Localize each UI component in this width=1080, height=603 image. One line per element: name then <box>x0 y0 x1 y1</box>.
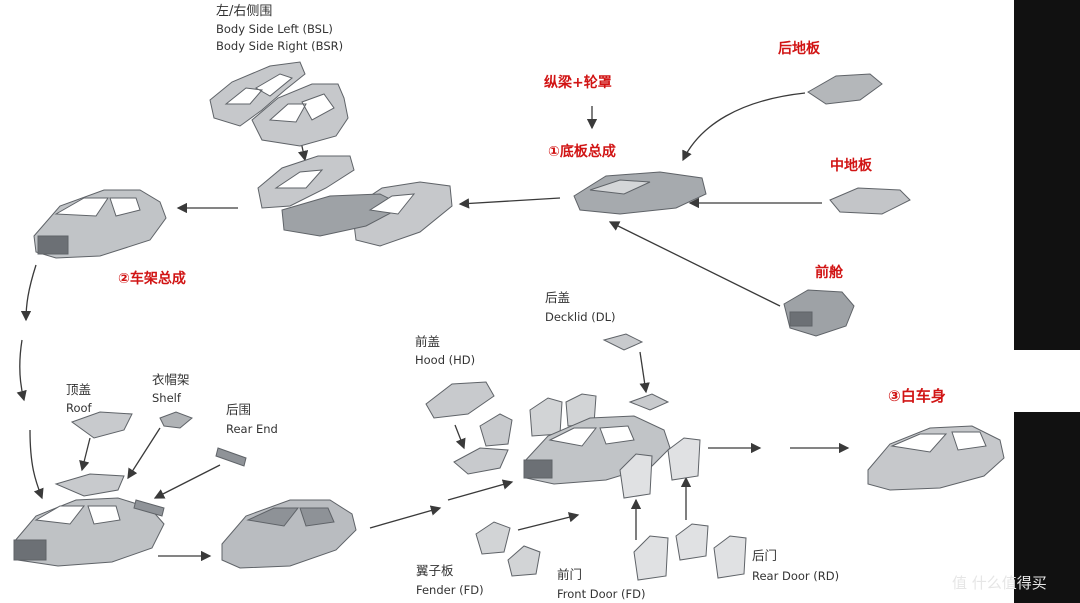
fender-upper-part <box>479 413 513 447</box>
front-door-part <box>619 453 669 581</box>
framing-assembly-label: ②车架总成 <box>118 271 186 287</box>
front-compartment-label: 前舱 <box>815 265 843 281</box>
rear-door-part <box>667 437 747 579</box>
hood-part <box>425 381 495 419</box>
front-door-en-label: Front Door (FD) <box>557 587 646 601</box>
arrow-frame-down2 <box>16 339 27 402</box>
arrow-roof-down <box>79 437 91 472</box>
arrow-rearend-down <box>153 464 221 499</box>
rear-door-en-label: Rear Door (RD) <box>752 569 840 583</box>
decklid-part <box>602 333 670 411</box>
door-pair-upper-part <box>529 393 597 437</box>
roof-cn-label: 顶盖 <box>66 382 92 397</box>
arrow-fender-to-body <box>517 512 580 531</box>
underbody-assembly-label: ①底板总成 <box>548 144 616 160</box>
body-assembly-1-part <box>13 473 165 567</box>
arrow-decklid-down <box>639 351 650 394</box>
arrow-frame-down <box>20 264 37 322</box>
hood-cn-label: 前盖 <box>415 334 441 349</box>
arrow-left-down3 <box>29 429 44 500</box>
decklid-cn-label: 后盖 <box>545 290 571 305</box>
arrow-shelf-down <box>127 427 161 480</box>
roof-en-label: Roof <box>66 401 92 415</box>
body-side-left-label: Body Side Left (BSL) <box>216 22 333 36</box>
watermark: 值 什么值得买 <box>952 574 1047 592</box>
body-side-cn-label: 左/右侧围 <box>216 4 273 19</box>
body-side-right-part <box>251 83 349 147</box>
body-side-right-label: Body Side Right (BSR) <box>216 39 344 53</box>
roof-part <box>70 411 133 439</box>
body-in-white-label: ③白车身 <box>888 387 946 405</box>
decklid-en-label: Decklid (DL) <box>545 310 616 324</box>
black-bar-top <box>1014 0 1080 350</box>
arrow-underbody-to-framing <box>458 197 561 209</box>
fender-part <box>475 521 541 577</box>
arrow-hood-to-body <box>447 479 514 501</box>
fender-en-label: Fender (FD) <box>416 583 484 597</box>
center-floor-part <box>829 187 911 215</box>
hood-en-label: Hood (HD) <box>415 353 476 367</box>
rear-floor-label: 后地板 <box>778 41 820 57</box>
rails-wheelhouse-label: 纵梁+轮罩 <box>544 75 612 91</box>
shelf-cn-label: 衣帽架 <box>152 372 190 387</box>
rear-end-cn-label: 后围 <box>226 402 252 417</box>
shelf-en-label: Shelf <box>152 391 181 405</box>
fender-cn-label: 翼子板 <box>416 563 454 578</box>
body-in-white-part <box>867 425 1005 491</box>
framing-sides-part <box>257 155 453 247</box>
center-floor-label: 中地板 <box>830 158 872 174</box>
body-side-left-part <box>209 61 306 127</box>
rear-end-part <box>215 447 247 467</box>
arrow-rearfloor-to-underbody <box>682 92 806 162</box>
hood-lower-part <box>453 447 509 475</box>
arrow-frontcomp-to-underbody <box>608 221 781 307</box>
shelf-part <box>159 411 193 429</box>
rear-end-en-label: Rear End <box>226 422 278 436</box>
black-bar-bottom <box>1014 412 1080 603</box>
front-compartment-part <box>783 289 855 337</box>
arrow-hood-down <box>454 424 466 450</box>
body-frame-part <box>33 189 167 259</box>
rear-door-cn-label: 后门 <box>752 548 778 563</box>
body-assembly-2-part <box>221 499 357 569</box>
front-door-cn-label: 前门 <box>557 567 583 582</box>
arrow-body2-to-body3 <box>369 505 442 529</box>
underbody-assembly-part <box>573 171 707 215</box>
rear-floor-part <box>807 73 883 105</box>
